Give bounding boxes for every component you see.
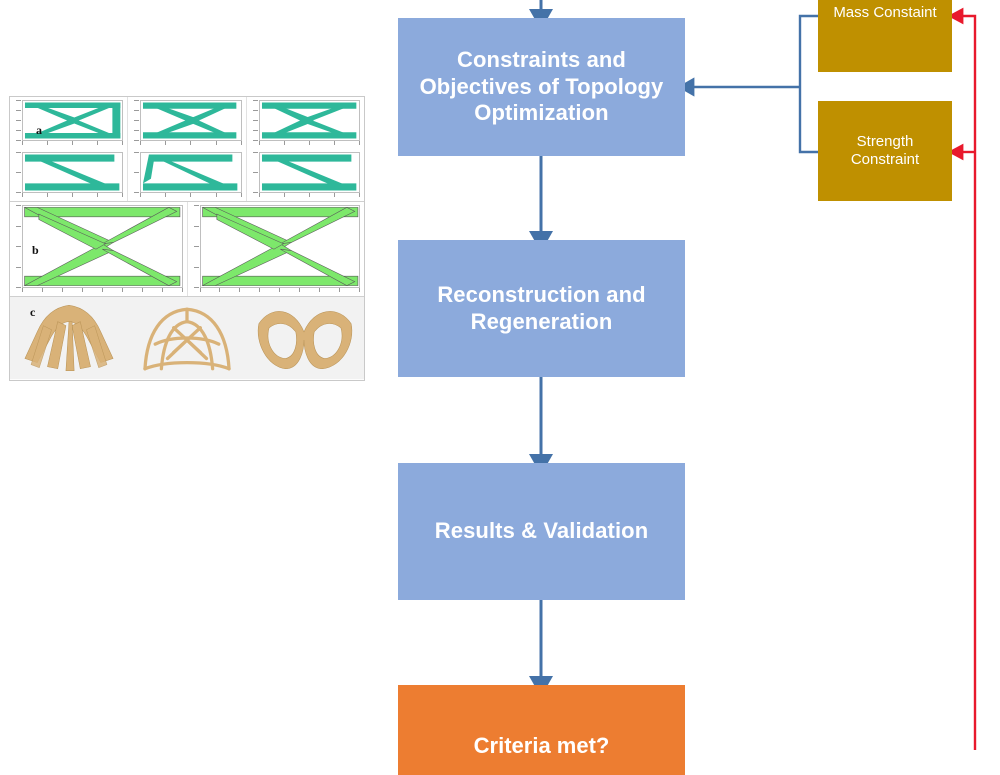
figure-panel-a (10, 97, 364, 202)
figure-panel-a-letter: a (36, 123, 42, 137)
figure-plot-a3 (246, 97, 364, 149)
figure-plot-a6 (246, 149, 364, 201)
figure-panel-b-letter: b (32, 243, 39, 257)
node-strength-constraint-label: Strength Constraint (850, 132, 920, 168)
figure-panel-c-letter: c (30, 305, 36, 319)
connector-feedback-spine (947, 7, 977, 750)
figure-plot-a5 (128, 149, 247, 201)
node-reconstruction-label: Reconstruction and Regeneration (437, 281, 646, 334)
topology-results-figure: a b c (9, 96, 365, 381)
figure-panel-c (10, 297, 364, 379)
node-constraints-and-objectives[interactable]: Constraints and Objectives of Topology O… (398, 18, 685, 156)
node-strength-constraint[interactable]: Strength Constraint (818, 101, 952, 201)
figure-plot-a4 (10, 149, 129, 201)
node-criteria-label: Criteria met? (473, 733, 610, 758)
figure-panel-a-row-1 (10, 97, 364, 149)
node-mass-constraint-label: Mass Constaint (833, 4, 937, 21)
connector-constraints-bracket (798, 14, 818, 154)
node-results-and-validation[interactable]: Results & Validation (398, 463, 685, 600)
figure-render-c3 (246, 297, 364, 379)
figure-render-c1 (10, 297, 128, 379)
figure-plot-b2 (187, 202, 364, 296)
node-reconstruction-and-regeneration[interactable]: Reconstruction and Regeneration (398, 240, 685, 377)
node-results-label: Results & Validation (434, 518, 649, 544)
node-mass-constraint[interactable]: Mass Constaint (818, 0, 952, 72)
figure-panel-a-row-2 (10, 149, 364, 201)
figure-plot-a2 (128, 97, 247, 149)
figure-render-c2 (128, 297, 246, 379)
flowchart-canvas: a b c Constraints and O (9, 0, 977, 775)
node-criteria-met[interactable]: Criteria met? (398, 685, 685, 775)
figure-plot-a1 (10, 97, 129, 149)
figure-panel-b (10, 202, 364, 297)
figure-plot-b1 (10, 202, 188, 296)
node-constraints-label: Constraints and Objectives of Topology O… (419, 46, 664, 126)
